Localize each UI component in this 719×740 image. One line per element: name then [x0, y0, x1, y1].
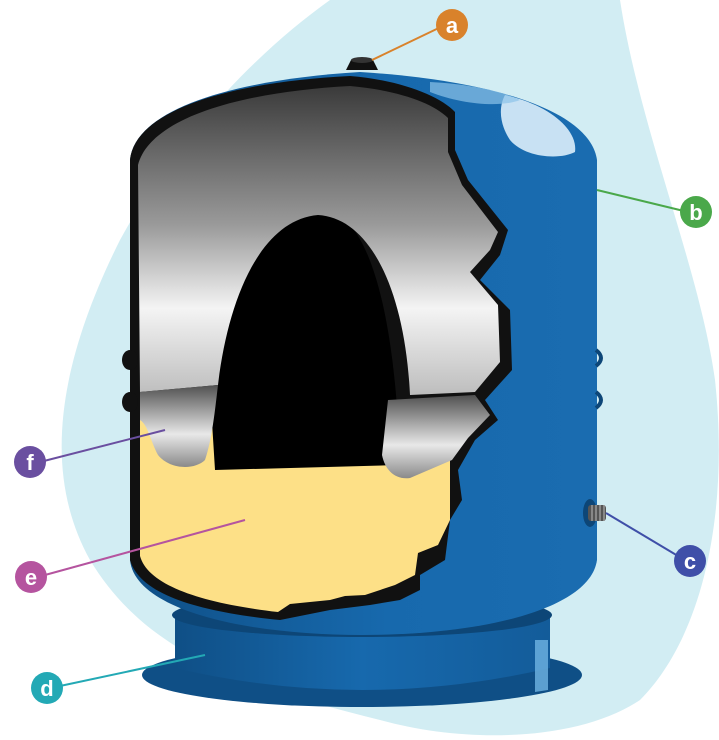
callout-label-d: d: [40, 676, 53, 701]
callout-label-b: b: [689, 200, 702, 225]
callout-badge-e: e: [15, 561, 47, 593]
callout-label-c: c: [684, 549, 696, 574]
left-lug-lower: [122, 392, 138, 412]
callout-badge-b: b: [680, 196, 712, 228]
callout-badge-d: d: [31, 672, 63, 704]
callout-label-a: a: [446, 13, 459, 38]
callout-badge-c: c: [674, 545, 706, 577]
callout-label-e: e: [25, 565, 37, 590]
base-highlight: [535, 640, 548, 692]
callout-badge-a: a: [436, 9, 468, 41]
left-lug-upper: [122, 350, 138, 370]
callout-label-f: f: [26, 450, 34, 475]
callout-badge-f: f: [14, 446, 46, 478]
